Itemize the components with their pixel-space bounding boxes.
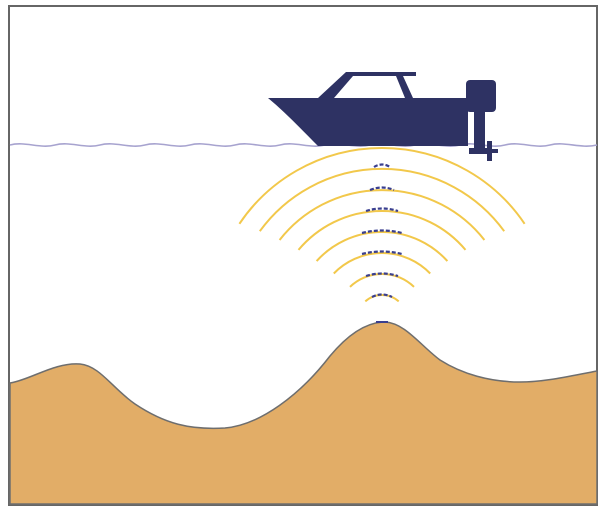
diagram-canvas (0, 0, 599, 507)
sonar-diagram (0, 0, 599, 507)
